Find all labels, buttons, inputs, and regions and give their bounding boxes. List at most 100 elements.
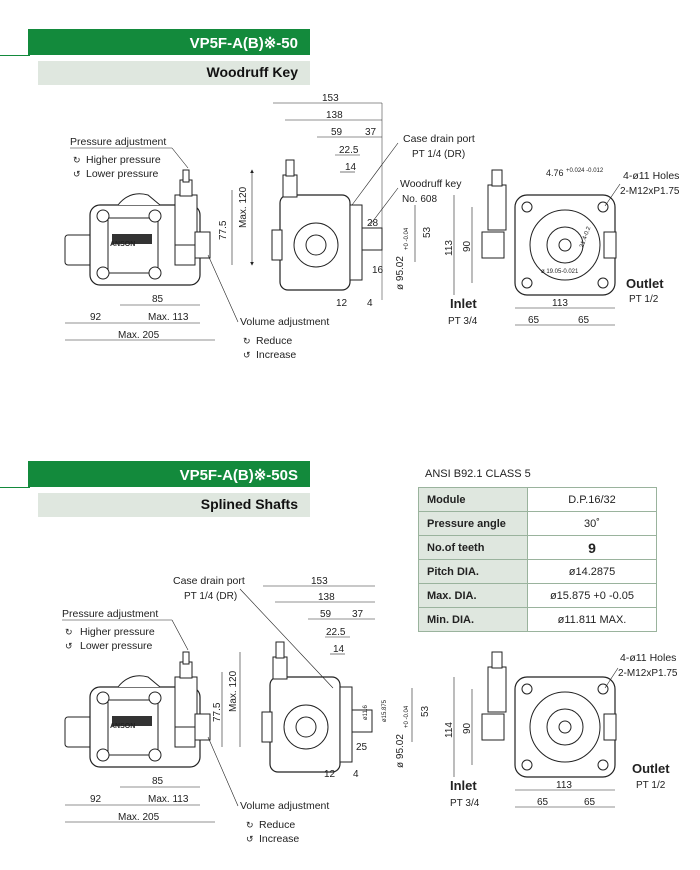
spec-value: D.P.16/32 xyxy=(527,487,657,512)
section2-subtitle-bar: Splined Shafts xyxy=(38,493,310,517)
s1-d28: 28 xyxy=(367,218,379,229)
s1-d85: 85 xyxy=(152,294,164,305)
section2-header: VP5F-A(B)※-50S Splined Shafts xyxy=(0,461,310,517)
s2-case-drain: Case drain port xyxy=(173,575,245,587)
s1-d476tol: +0.024 -0.012 xyxy=(566,168,604,174)
s1-d65a: 65 xyxy=(528,315,540,326)
spec-key: No.of teeth xyxy=(418,535,528,560)
s1-volume-adjustment: Volume adjustment xyxy=(240,316,329,328)
section1-model-bar: VP5F-A(B)※-50 xyxy=(28,29,310,55)
s2-higher: Higher pressure xyxy=(80,626,155,638)
s2-d12: 12 xyxy=(324,769,336,780)
reduce-icon-1: ↻ xyxy=(243,336,251,346)
section2-subtitle: Splined Shafts xyxy=(200,496,298,512)
spec-value: ø14.2875 xyxy=(527,559,657,584)
s2-max120: Max. 120 xyxy=(228,670,239,712)
spec-row: Pitch DIA.ø14.2875 xyxy=(418,559,657,584)
s2-d4: 4 xyxy=(353,769,359,780)
s1-case-drain-size: PT 1/4 (DR) xyxy=(412,149,465,160)
spec-value: 9 xyxy=(527,535,657,560)
s1-increase: Increase xyxy=(256,349,296,361)
s1-d113h: 113 xyxy=(552,298,568,309)
s2-d25: 25 xyxy=(356,742,368,753)
s2-d113h: 113 xyxy=(556,780,572,791)
s1-holes: 4-ø11 Holes xyxy=(623,170,679,182)
s1-d138: 138 xyxy=(326,110,343,121)
s1-d77: 77.5 xyxy=(218,220,229,240)
s1-reduce: Reduce xyxy=(256,335,292,347)
s1-max113: Max. 113 xyxy=(148,312,189,323)
s1-woodruff-no: No. 608 xyxy=(402,194,437,205)
section1-subtitle: Woodruff Key xyxy=(206,64,298,80)
s2-d77: 77.5 xyxy=(212,702,223,722)
s1-outlet: Outlet xyxy=(626,276,664,291)
s2-d59: 59 xyxy=(320,609,332,620)
s2-increase: Increase xyxy=(259,833,299,845)
s1-d59: 59 xyxy=(331,127,343,138)
s2-d85: 85 xyxy=(152,776,164,787)
s1-outlet-size: PT 1/2 xyxy=(629,294,659,305)
spec-value: ø15.875 +0 -0.05 xyxy=(527,583,657,608)
s1-inlet-size: PT 3/4 xyxy=(448,316,478,327)
s1-d95tol: +0 -0.04 xyxy=(404,227,410,250)
s1-d14: 14 xyxy=(345,162,357,173)
s1-d4: 4 xyxy=(367,298,373,309)
s2-d95tol: +0 -0.04 xyxy=(404,705,410,728)
spec-row: Max. DIA.ø15.875 +0 -0.05 xyxy=(418,583,657,608)
lower-icon-2: ↺ xyxy=(65,641,73,651)
s1-max120: Max. 120 xyxy=(238,186,249,228)
s2-inlet-size: PT 3/4 xyxy=(450,798,480,809)
s2-outlet-size: PT 1/2 xyxy=(636,780,666,791)
s2-max205: Max. 205 xyxy=(118,812,160,823)
s1-d16: 16 xyxy=(372,265,384,276)
s2-d22: 22.5 xyxy=(326,627,346,638)
s1-case-drain: Case drain port xyxy=(403,133,475,145)
s2-holes: 4-ø11 Holes xyxy=(620,652,676,664)
s1-inlet: Inlet xyxy=(450,296,477,311)
s1-d113v: 113 xyxy=(444,240,455,256)
s1-d476: 4.76 xyxy=(546,168,564,178)
s1-d90: 90 xyxy=(462,240,473,252)
section1-subtitle-bar: Woodruff Key xyxy=(38,61,310,85)
spec-key: Max. DIA. xyxy=(418,583,528,608)
s2-d15875: ø15.875 xyxy=(382,699,388,722)
s2-d14: 14 xyxy=(333,644,345,655)
spec-value: ø11.811 MAX. xyxy=(527,607,657,632)
s2-d65a: 65 xyxy=(537,797,549,808)
s1-higher: Higher pressure xyxy=(86,154,161,166)
increase-icon-2: ↺ xyxy=(246,834,254,844)
s2-inlet: Inlet xyxy=(450,778,477,793)
s2-d90: 90 xyxy=(462,722,473,734)
s2-pressure-adjustment: Pressure adjustment xyxy=(62,608,158,620)
s1-lower: Lower pressure xyxy=(86,168,159,180)
s2-d95: ø 95.02 xyxy=(395,734,406,768)
s1-woodruff: Woodruff key xyxy=(400,178,462,190)
spec-key: Pitch DIA. xyxy=(418,559,528,584)
spec-key: Pressure angle xyxy=(418,511,528,536)
spec-value: 30˚ xyxy=(527,511,657,536)
s2-d114: 114 xyxy=(444,722,455,738)
spec-title: ANSI B92.1 CLASS 5 xyxy=(425,468,531,480)
s1-d12: 12 xyxy=(336,298,348,309)
reduce-icon-2: ↻ xyxy=(246,820,254,830)
s2-reduce: Reduce xyxy=(259,819,295,831)
anson-logo-1: ANSON xyxy=(110,241,135,248)
s1-d65b: 65 xyxy=(578,315,590,326)
higher-icon-2: ↻ xyxy=(65,627,73,637)
section1-model: VP5F-A(B)※-50 xyxy=(189,35,298,52)
higher-icon-1: ↻ xyxy=(73,155,81,165)
s2-case-drain-size: PT 1/4 (DR) xyxy=(184,591,237,602)
s2-d92: 92 xyxy=(90,794,102,805)
s1-d22: 22.5 xyxy=(339,145,359,156)
anson-logo-2: ANSON xyxy=(110,723,135,730)
s2-d138: 138 xyxy=(318,592,335,603)
s2-d65b: 65 xyxy=(584,797,596,808)
s1-d53: 53 xyxy=(422,226,433,238)
s2-d37: 37 xyxy=(352,609,364,620)
s2-d53: 53 xyxy=(420,705,431,717)
s2-thread: 2-M12xP1.75 xyxy=(618,668,678,679)
